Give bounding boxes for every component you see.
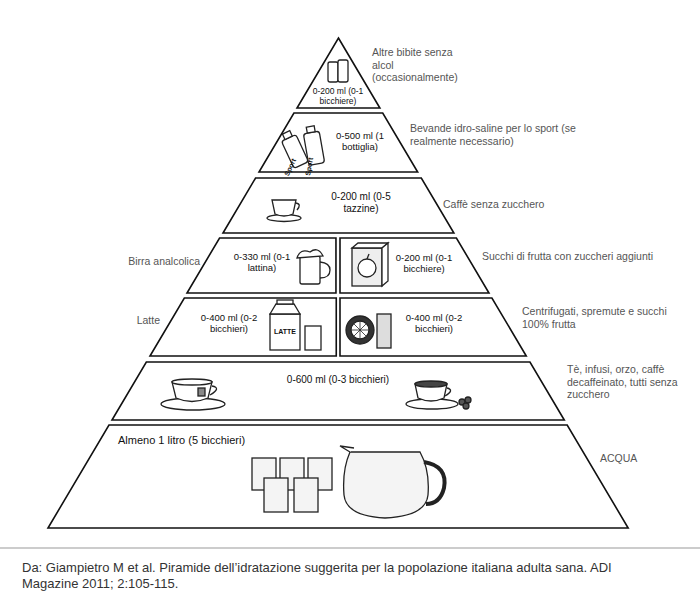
beer-mug-icon	[297, 250, 330, 284]
amount-text: 0-400 ml (0-2 bicchieri)	[398, 312, 470, 335]
package-label: LATTE	[274, 328, 296, 336]
amount-text: Almeno 1 litro (5 bicchieri)	[118, 434, 245, 447]
package-label: Sport	[304, 157, 315, 176]
pyramid-tier: Birra analcolica0-330 ml (0-1 lattina)	[187, 238, 336, 293]
amount-text: 0-330 ml (0-1 lattina)	[230, 251, 294, 274]
pyramid-tier: Almeno 1 litro (5 bicchieri)ACQUA	[48, 425, 628, 528]
tier-shape	[340, 298, 526, 356]
drink-label: Caffè senza zucchero	[443, 198, 603, 211]
water-glass-icon	[252, 458, 332, 512]
orange-juicer-icon	[346, 314, 391, 348]
coffee-cup-icon	[267, 200, 301, 222]
pyramid-tier: Latte0-400 ml (0-2 bicchieri)	[150, 298, 336, 356]
tier-shape	[48, 425, 628, 528]
milk-carton-icon	[270, 300, 321, 350]
tier-shape	[112, 362, 564, 420]
drink-label: Altre bibite senza alcol (occasionalment…	[372, 46, 464, 84]
tier-outline	[259, 113, 418, 172]
juice-carton-icon	[352, 243, 388, 286]
can-icon	[328, 62, 338, 82]
tier-outline	[223, 178, 454, 233]
pyramid-tier: 0-600 ml (0-3 bicchieri)Tè, infusi, orzo…	[112, 362, 564, 420]
can-icon	[338, 60, 348, 82]
drink-label: Bevande idro-saline per lo sport (se rea…	[410, 122, 600, 147]
drink-label: Succhi di frutta con zuccheri aggiunti	[482, 250, 662, 263]
tier-shape	[340, 238, 489, 293]
tea-cup-icon	[406, 381, 471, 409]
tier-shape	[223, 178, 454, 233]
tier-shape	[297, 38, 380, 108]
drink-label: Birra analcolica	[95, 255, 200, 268]
source-caption: Da: Giampietro M et al. Piramide dell’id…	[22, 560, 612, 591]
drink-label: Latte	[100, 314, 160, 327]
tier-shape	[259, 113, 418, 172]
package-label: Sport	[283, 157, 298, 177]
water-jug-icon	[340, 446, 445, 518]
drink-label: Tè, infusi, orzo, caffè decaffeinato, tu…	[567, 363, 692, 401]
tea-cup-icon	[161, 379, 225, 410]
amount-text: 0-200 ml (0-1 bicchiere)	[390, 252, 458, 275]
drink-label: ACQUA	[600, 452, 680, 465]
pyramid-tier: 0-200 ml (0-5 tazzine)Caffè senza zucche…	[223, 178, 454, 233]
pyramid-tier: 0-200 ml (0-1 bicchiere)Altre bibite sen…	[297, 38, 380, 108]
amount-text: 0-200 ml (0-5 tazzine)	[326, 191, 396, 215]
amount-text: 0-500 ml (1 bottiglia)	[332, 130, 388, 153]
tier-shape	[187, 238, 336, 293]
pyramid-tier: 0-200 ml (0-1 bicchiere)Succhi di frutta…	[340, 238, 489, 293]
pyramid-tier: 0-400 ml (0-2 bicchieri)Centrifugati, sp…	[340, 298, 526, 356]
caption-rule	[0, 548, 700, 549]
amount-text: 0-600 ml (0-3 bicchieri)	[278, 374, 398, 386]
tier-outline	[112, 362, 564, 420]
amount-text: 0-400 ml (0-2 bicchieri)	[193, 312, 265, 335]
amount-text: 0-200 ml (0-1 bicchiere)	[307, 86, 369, 106]
drink-label: Centrifugati, spremute e succhi 100% fru…	[522, 305, 687, 330]
pyramid-tier: 0-500 ml (1 bottiglia)Bevande idro-salin…	[259, 113, 418, 172]
tier-shape	[150, 298, 336, 356]
